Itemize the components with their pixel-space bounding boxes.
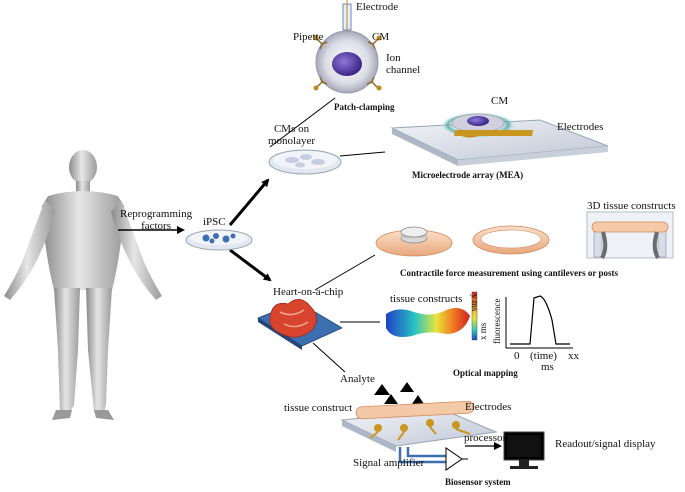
time-ms-label: ms bbox=[541, 361, 554, 373]
patch-clamping-title: Patch-clamping bbox=[334, 102, 395, 112]
biosensor-title: Biosensor system bbox=[445, 477, 511, 487]
time-axis-label: (time) bbox=[530, 350, 557, 362]
optical-mapping-title: Optical mapping bbox=[453, 368, 518, 378]
to-heart-chip-arrow bbox=[229, 248, 272, 282]
reprogramming-factors-label: Reprogramming factors bbox=[120, 208, 193, 232]
monolayer-to-mea-line bbox=[339, 151, 386, 157]
ion-channel-label: Ion channel bbox=[386, 52, 421, 76]
analyte-particle bbox=[374, 384, 390, 395]
to-monolayer-arrow bbox=[228, 178, 270, 226]
electrodes-mea-label: Electrodes bbox=[557, 121, 604, 133]
analyte-label: Analyte bbox=[340, 373, 375, 385]
time-zero-label: 0 bbox=[514, 350, 520, 362]
mea-title: Microelectrode array (MEA) bbox=[412, 170, 524, 180]
readout-label: Readout/signal display bbox=[555, 438, 656, 450]
analyte-particle bbox=[412, 395, 424, 404]
biosensor-system bbox=[340, 382, 498, 471]
tissue-constructs-label: tissue constructs bbox=[390, 293, 463, 305]
pipette-label: Pipette bbox=[293, 31, 324, 43]
ipsc-dish bbox=[185, 229, 253, 251]
connectors bbox=[118, 97, 502, 450]
mea-device bbox=[390, 112, 609, 166]
chip-to-contractile-line bbox=[314, 254, 376, 291]
monitor-icon bbox=[503, 431, 545, 469]
patch-clamp-cell bbox=[313, 0, 382, 94]
cm-mea-label: CM bbox=[491, 95, 509, 107]
ipsc-label: iPSC bbox=[203, 216, 226, 228]
time-xx-label: xx bbox=[568, 350, 579, 362]
tissue-construct-label: tissue construct bbox=[284, 402, 353, 414]
analyte-particle bbox=[384, 394, 398, 404]
contractile-constructs bbox=[375, 211, 674, 260]
optical-mapping bbox=[386, 291, 573, 349]
contractile-title: Contractile force measurement using cant… bbox=[400, 268, 618, 278]
monolayer-dish bbox=[268, 149, 342, 175]
analyte-particle bbox=[400, 382, 414, 392]
fluorescence-axis-label: fluorescence bbox=[492, 298, 502, 344]
electrodes-bio-label: Electrodes bbox=[465, 401, 512, 413]
tissue-3d-label: 3D tissue constructs bbox=[587, 200, 676, 212]
chip-to-biosensor-line bbox=[312, 342, 346, 373]
electrode-label: Electrode bbox=[356, 1, 399, 13]
x-ms-label: x ms bbox=[478, 322, 488, 340]
y-ms-label: y ms bbox=[470, 294, 480, 312]
heart-on-chip-label: Heart-on-a-chip bbox=[273, 286, 344, 298]
human-figure bbox=[4, 150, 162, 420]
processor-label: processor bbox=[464, 432, 507, 444]
monolayer-to-patch-line bbox=[269, 97, 336, 148]
cms-on-monolayer-label: CMs on monolayer bbox=[268, 123, 316, 147]
signal-amplifier-label: Signal amplifier bbox=[353, 457, 425, 469]
heart-on-chip bbox=[257, 299, 343, 350]
cm-patch-label: CM bbox=[372, 31, 390, 43]
